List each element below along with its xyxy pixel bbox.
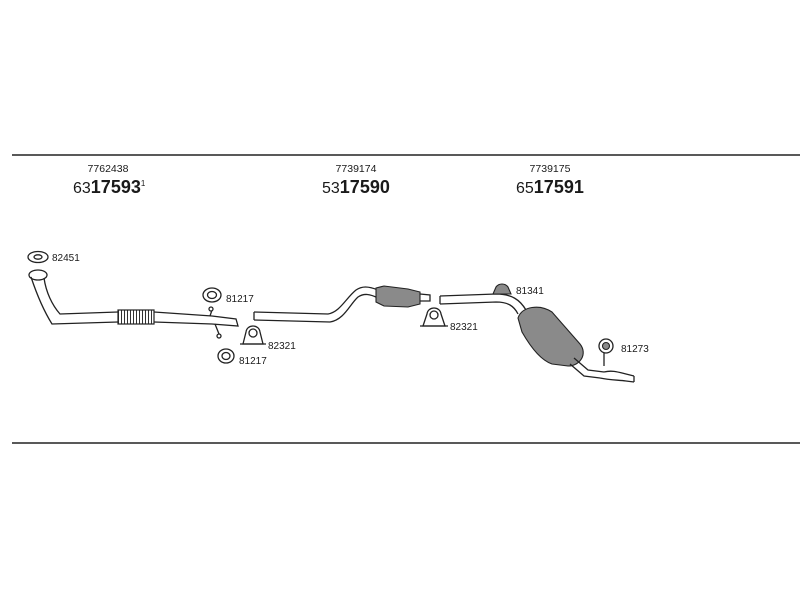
code-prefix: 65: [516, 180, 534, 197]
clamp-middle-label: 82321: [450, 322, 478, 333]
mount-rear-icon: [492, 283, 512, 295]
group-middle-silencer: 7739174 5317590: [322, 163, 390, 197]
rear-silencer-icon: [517, 306, 635, 383]
group-ref-number: 7739174: [336, 163, 377, 175]
rubber-ring-upper-icon: [202, 287, 222, 303]
clamp-middle-icon: [420, 307, 448, 327]
group-part-code: 5317590: [322, 177, 390, 197]
rubber-ring-lower-icon: [217, 348, 235, 364]
mount-tail-icon: [598, 338, 614, 366]
group-rear-silencer: 7739175 6517591: [516, 163, 584, 197]
group-part-code: 63175931: [73, 177, 146, 197]
mount-tail-label: 81273: [621, 344, 649, 355]
code-main: 17590: [340, 177, 390, 197]
rubber-ring-upper-label: 81217: [226, 294, 254, 305]
rubber-ring-lower-label: 81217: [239, 356, 267, 367]
mount-rear-label: 81341: [516, 286, 544, 297]
code-suffix: 1: [141, 179, 146, 188]
rear-pipe-icon: [439, 293, 527, 315]
code-prefix: 63: [73, 180, 91, 197]
front-pipe-icon: [28, 269, 239, 339]
clamp-front-label: 82321: [268, 341, 296, 352]
code-main: 17591: [534, 177, 584, 197]
group-ref-number: 7762438: [88, 163, 129, 175]
middle-pipe-icon: [253, 286, 379, 323]
middle-silencer-icon: [375, 285, 431, 308]
clamp-front-icon: [240, 325, 266, 345]
code-prefix: 53: [322, 180, 340, 197]
group-front-pipe: 7762438 63175931: [73, 163, 146, 197]
code-main: 17593: [91, 177, 141, 197]
group-ref-number: 7739175: [530, 163, 571, 175]
gasket-front-label: 82451: [52, 253, 80, 264]
group-part-code: 6517591: [516, 177, 584, 197]
gasket-front-icon: [27, 250, 49, 264]
flex-section: [117, 309, 155, 325]
